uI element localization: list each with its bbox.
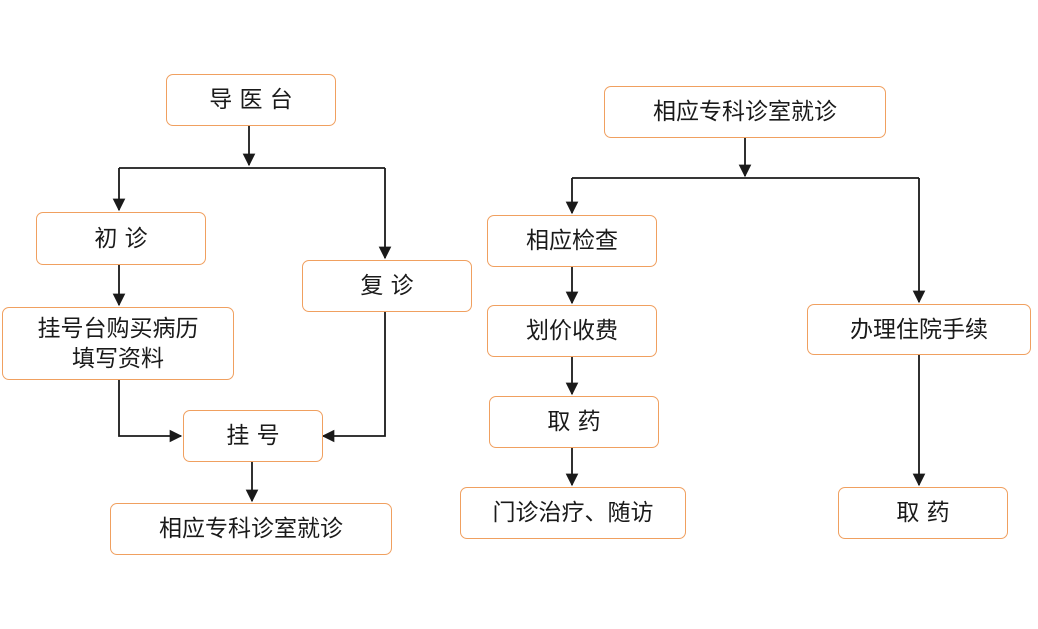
node-pricing: 划价收费 — [487, 305, 657, 357]
arrow-return-visit-to-register — [321, 312, 386, 443]
node-buy-record: 挂号台购买病历 填写资料 — [2, 307, 234, 380]
node-exam: 相应检查 — [487, 215, 657, 267]
node-dept-consult-right: 相应专科诊室就诊 — [604, 86, 886, 138]
node-get-medicine: 取 药 — [489, 396, 659, 448]
arrow-buy-record-to-register — [118, 380, 183, 443]
node-return-visit: 复 诊 — [302, 260, 472, 312]
node-treatment: 门诊治疗、随访 — [460, 487, 686, 539]
node-dept-consult-left: 相应专科诊室就诊 — [110, 503, 392, 555]
node-register: 挂 号 — [183, 410, 323, 462]
node-admission: 办理住院手续 — [807, 304, 1031, 355]
node-guide-desk: 导 医 台 — [166, 74, 336, 126]
node-get-medicine-inpatient: 取 药 — [838, 487, 1008, 539]
node-first-visit: 初 诊 — [36, 212, 206, 265]
